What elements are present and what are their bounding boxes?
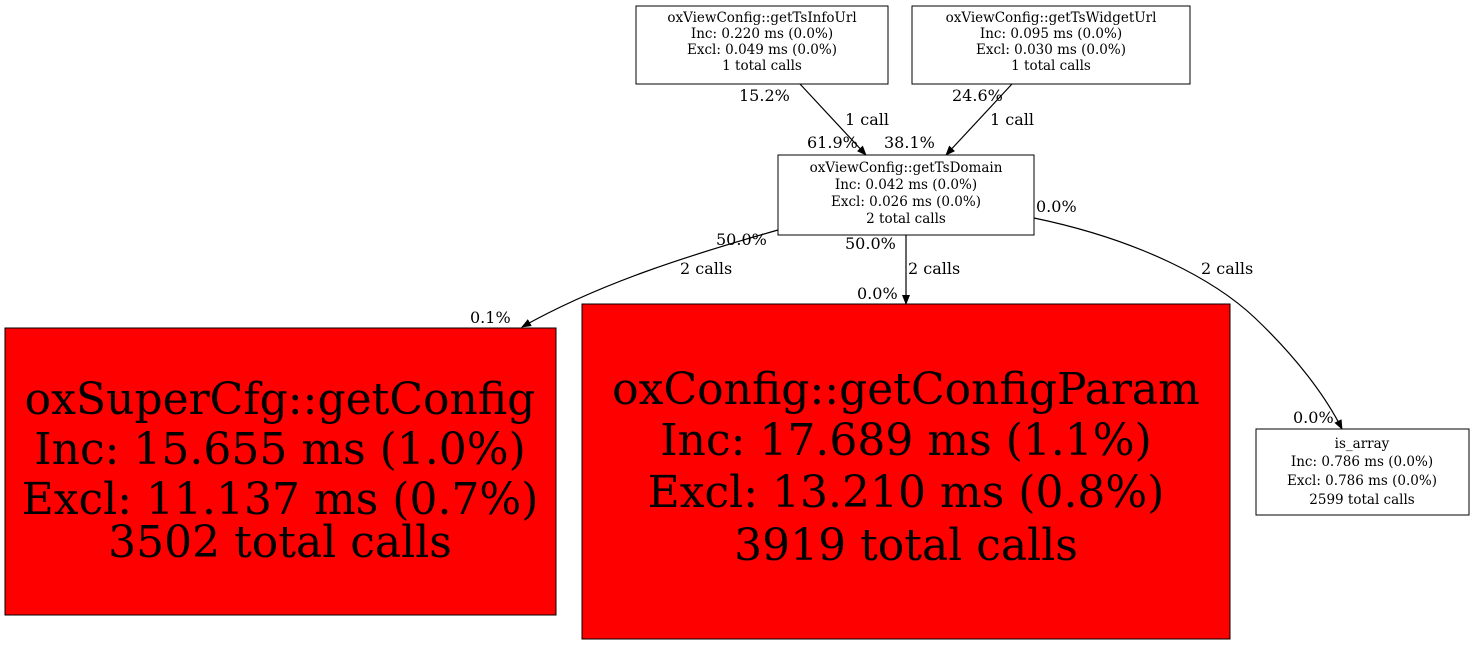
edge-tail-label: 15.2% bbox=[739, 86, 790, 105]
node-inc: Inc: 17.689 ms (1.1%) bbox=[660, 415, 1152, 466]
edge-tail-label: 0.0% bbox=[1036, 197, 1077, 216]
node-calls: 3919 total calls bbox=[734, 520, 1078, 571]
edge-head-label: 0.0% bbox=[1293, 408, 1334, 427]
edge-label: 2 calls bbox=[680, 259, 732, 278]
node-name: is_array bbox=[1335, 436, 1390, 452]
node-inc: Inc: 0.220 ms (0.0%) bbox=[691, 26, 833, 42]
node-name: oxViewConfig::getTsWidgetUrl bbox=[946, 10, 1157, 26]
node-getconfig[interactable]: oxSuperCfg::getConfig Inc: 15.655 ms (1.… bbox=[4, 327, 557, 616]
node-inc: Inc: 0.042 ms (0.0%) bbox=[835, 177, 977, 193]
node-is-array[interactable]: is_array Inc: 0.786 ms (0.0%) Excl: 0.78… bbox=[1255, 428, 1470, 516]
edge-domain-to-is-array: 0.0% 2 calls 0.0% bbox=[1033, 197, 1343, 430]
edge-domain-to-getconfigparam: 50.0% 2 calls 0.0% bbox=[845, 234, 960, 305]
edge-tail-label: 50.0% bbox=[716, 230, 767, 249]
node-getconfigparam[interactable]: oxConfig::getConfigParam Inc: 17.689 ms … bbox=[581, 303, 1231, 640]
node-calls: 3502 total calls bbox=[108, 517, 452, 568]
node-name: oxSuperCfg::getConfig bbox=[25, 374, 536, 425]
node-excl: Excl: 11.137 ms (0.7%) bbox=[22, 474, 539, 525]
edge-line bbox=[1033, 217, 1343, 430]
edge-line bbox=[799, 83, 867, 156]
node-name: oxViewConfig::getTsDomain bbox=[810, 160, 1003, 176]
node-inc: Inc: 15.655 ms (1.0%) bbox=[34, 424, 526, 475]
edge-widget-to-domain: 24.6% 1 call 38.1% bbox=[884, 83, 1034, 156]
node-calls: 2 total calls bbox=[866, 211, 946, 227]
node-inc: Inc: 0.786 ms (0.0%) bbox=[1291, 454, 1433, 470]
node-excl: Excl: 13.210 ms (0.8%) bbox=[648, 467, 1165, 518]
node-excl: Excl: 0.049 ms (0.0%) bbox=[687, 42, 837, 58]
edge-label: 2 calls bbox=[908, 259, 960, 278]
edge-line bbox=[945, 83, 1013, 156]
edge-label: 1 call bbox=[845, 110, 889, 129]
node-excl: Excl: 0.026 ms (0.0%) bbox=[831, 194, 981, 210]
edge-head-label: 38.1% bbox=[884, 133, 935, 152]
node-excl: Excl: 0.786 ms (0.0%) bbox=[1287, 473, 1437, 489]
edge-line bbox=[521, 229, 779, 328]
edge-head-label: 61.9% bbox=[807, 133, 858, 152]
node-calls: 1 total calls bbox=[722, 58, 802, 74]
edge-domain-to-getconfig: 50.0% 2 calls 0.1% bbox=[470, 229, 779, 328]
node-inc: Inc: 0.095 ms (0.0%) bbox=[980, 26, 1122, 42]
node-name: oxViewConfig::getTsInfoUrl bbox=[667, 10, 856, 26]
edge-tail-label: 50.0% bbox=[845, 234, 896, 253]
edge-head-label: 0.1% bbox=[470, 308, 511, 327]
edge-head-label: 0.0% bbox=[857, 284, 898, 303]
node-gettswidgeturl[interactable]: oxViewConfig::getTsWidgetUrl Inc: 0.095 … bbox=[911, 5, 1191, 85]
node-gettsinfourl[interactable]: oxViewConfig::getTsInfoUrl Inc: 0.220 ms… bbox=[635, 5, 889, 85]
edge-info-to-domain: 15.2% 1 call 61.9% bbox=[739, 83, 889, 156]
edge-tail-label: 24.6% bbox=[952, 86, 1003, 105]
node-gettsdomain[interactable]: oxViewConfig::getTsDomain Inc: 0.042 ms … bbox=[777, 154, 1035, 236]
node-excl: Excl: 0.030 ms (0.0%) bbox=[976, 42, 1126, 58]
edge-label: 1 call bbox=[990, 110, 1034, 129]
edge-label: 2 calls bbox=[1201, 259, 1253, 278]
node-name: oxConfig::getConfigParam bbox=[612, 364, 1200, 415]
node-calls: 1 total calls bbox=[1011, 58, 1091, 74]
node-calls: 2599 total calls bbox=[1309, 492, 1415, 508]
